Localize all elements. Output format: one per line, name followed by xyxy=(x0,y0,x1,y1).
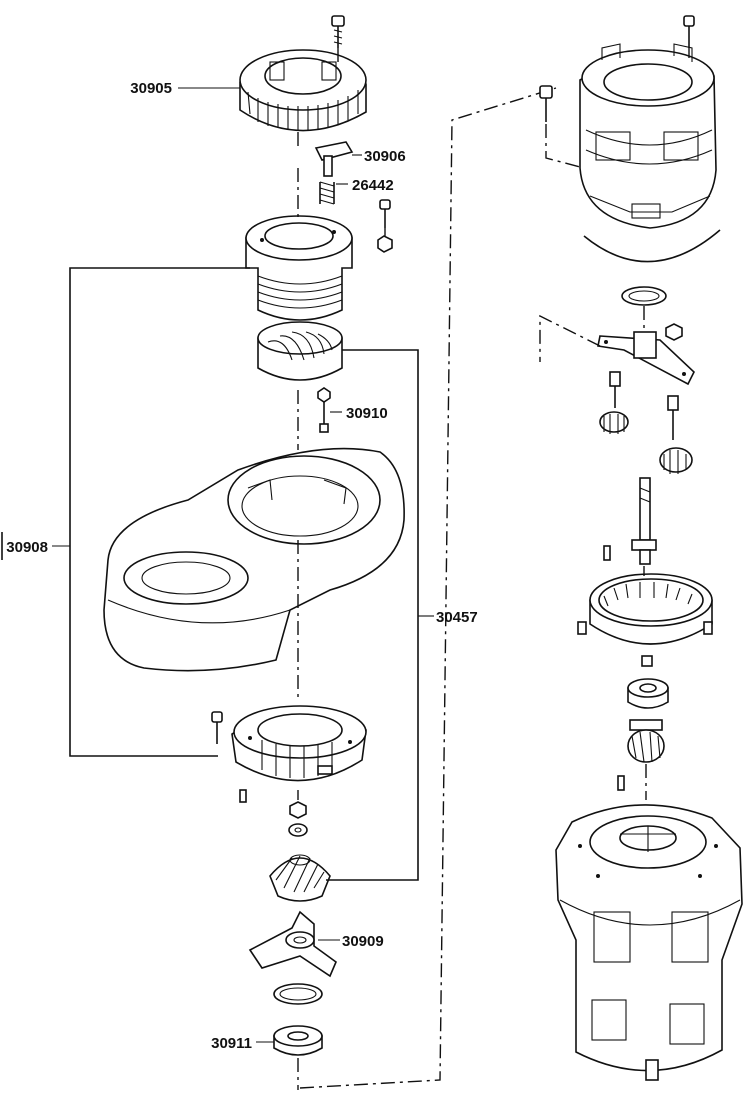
grinder-housing xyxy=(103,447,405,672)
impeller-30909 xyxy=(248,910,337,978)
bearing-right xyxy=(627,678,669,709)
key-lower xyxy=(617,775,625,791)
ring-gear xyxy=(577,573,713,645)
adjusting-ring-30905 xyxy=(239,49,367,132)
bracket-30908 xyxy=(69,267,250,757)
upper-burr-carrier xyxy=(245,215,353,321)
nut-washer xyxy=(288,801,308,837)
label-30457: 30457 xyxy=(436,609,478,626)
screw-30910 xyxy=(317,387,331,433)
label-30909: 30909 xyxy=(342,933,384,950)
motor-body xyxy=(555,804,743,1081)
screw-lower-left xyxy=(211,711,247,803)
label-30905: 30905 xyxy=(130,80,172,97)
gearbox-housing xyxy=(579,43,717,229)
label-26442: 26442 xyxy=(352,177,394,194)
key-part-30906 xyxy=(314,141,354,177)
pinion-gear xyxy=(627,719,665,763)
burr-upper xyxy=(257,321,343,381)
bracket-30457 xyxy=(326,349,419,881)
screw-top xyxy=(331,15,345,48)
bearing-30911 xyxy=(273,1025,323,1056)
lower-threaded-ring xyxy=(231,705,367,782)
planet-gear-right xyxy=(659,395,693,474)
screw-small xyxy=(377,199,393,253)
axis-screw-right xyxy=(545,124,585,169)
carrier-plate xyxy=(597,323,695,386)
circlip xyxy=(621,286,667,306)
snap-ring-lower xyxy=(273,983,323,1005)
screw-right-top xyxy=(683,15,695,48)
label-30908: 30908 xyxy=(6,539,48,556)
screw-right-mid xyxy=(539,85,553,122)
connector-dash xyxy=(299,87,557,1089)
gasket xyxy=(583,229,721,263)
spacer-block xyxy=(641,655,653,667)
axis-right-5 xyxy=(539,314,601,362)
label-30906: 30906 xyxy=(364,148,406,165)
cone-burr xyxy=(269,854,331,902)
key-small xyxy=(603,545,611,561)
label-30910: 30910 xyxy=(346,405,388,422)
spring-26442 xyxy=(319,181,335,205)
label-30911: 30911 xyxy=(211,1035,252,1052)
planet-gear-left xyxy=(599,371,629,434)
drive-shaft xyxy=(631,477,657,565)
